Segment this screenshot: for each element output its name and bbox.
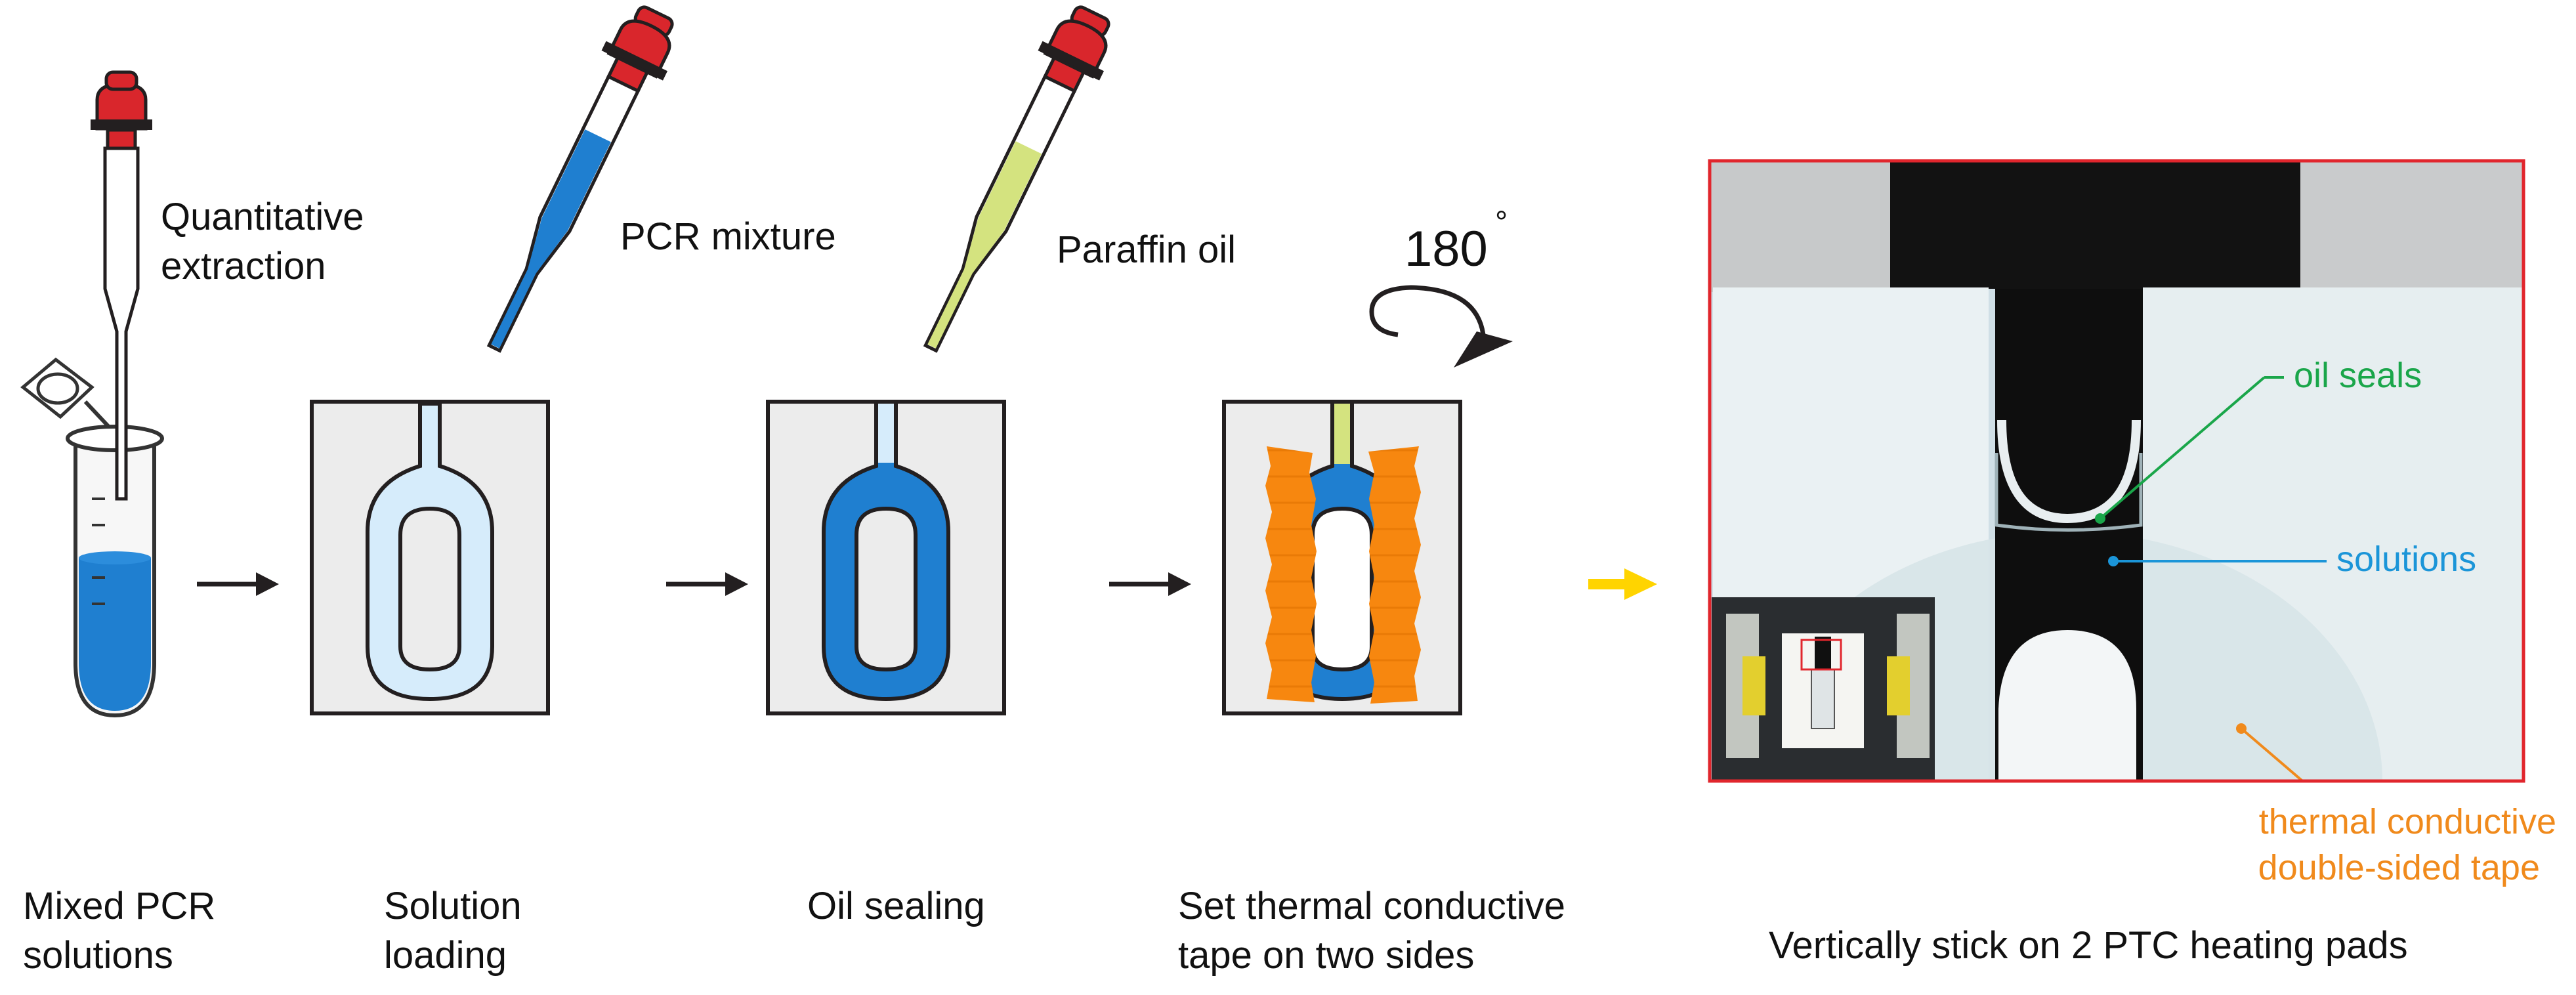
label-tape-2: double-sided tape (2258, 848, 2540, 887)
label-step1-line2: solutions (23, 934, 173, 977)
tape-left (1265, 446, 1317, 702)
photo-frame (1708, 159, 2525, 783)
label-oil-seals: oil seals (2294, 356, 2422, 395)
label-step2-line1: Solution (384, 885, 522, 927)
chip-with-tape (1222, 400, 1462, 715)
label-rotation-unit: ° (1495, 205, 1508, 240)
tape-right (1368, 446, 1421, 704)
label-quantitative-1: Quantitative (161, 196, 364, 238)
label-pcr-mixture: PCR mixture (620, 215, 836, 258)
rotation-arrow-icon (1369, 285, 1513, 368)
photo-panel (1710, 161, 2523, 781)
process-arrow-3 (1109, 572, 1191, 596)
label-solutions: solutions (2336, 540, 2476, 579)
label-tape-1: thermal conductive (2259, 802, 2556, 841)
yellow-arrow (1588, 568, 1657, 600)
process-arrow-1 (197, 572, 279, 596)
label-step3: Oil sealing (807, 885, 985, 927)
paraffin-oil-dropper-icon (923, 5, 1110, 353)
chip-oil-sealing (766, 400, 1006, 715)
label-step4-line2: tape on two sides (1178, 934, 1474, 977)
inset-photo (1712, 597, 1935, 781)
label-rotation-value: 180 (1404, 221, 1488, 277)
label-paraffin-oil: Paraffin oil (1057, 228, 1236, 271)
label-step4-line1: Set thermal conductive (1178, 885, 1565, 927)
pcr-mixture-dropper-icon (486, 5, 674, 353)
chip-solution-loading (310, 400, 550, 715)
label-step1-line1: Mixed PCR (23, 885, 215, 927)
pcr-solution-fill (79, 558, 151, 711)
vertical-dropper-icon (91, 70, 152, 501)
label-quantitative-2: extraction (161, 245, 326, 287)
process-arrow-2 (666, 572, 748, 596)
label-step5: Vertically stick on 2 PTC heating pads (1769, 924, 2408, 967)
label-step2-line2: loading (384, 934, 507, 977)
tube-cap-icon (20, 357, 117, 435)
mixed-pcr-tube (20, 357, 164, 718)
